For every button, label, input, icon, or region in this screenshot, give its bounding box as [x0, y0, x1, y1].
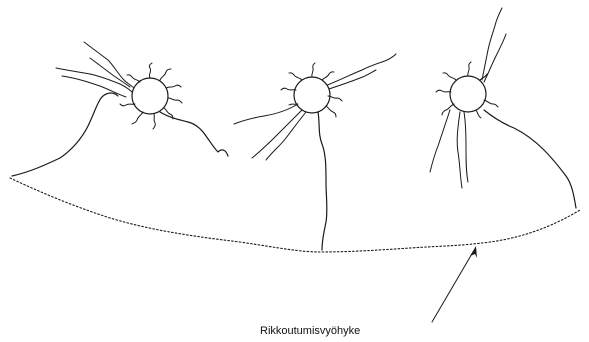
- whisker: [160, 69, 171, 80]
- whisker: [326, 106, 336, 117]
- crack-boundary-left: [12, 93, 118, 176]
- ray-right-2: [484, 34, 506, 82]
- whisker: [442, 104, 454, 115]
- ray-middle-3: [234, 104, 298, 124]
- whisker: [132, 112, 143, 124]
- crack-tail-left: [160, 112, 228, 156]
- ray-middle-1: [325, 54, 396, 86]
- particle-left: [132, 78, 168, 114]
- particle-right: [450, 76, 486, 112]
- whisker: [484, 100, 498, 107]
- ray-middle-2: [326, 70, 376, 90]
- fracture-zone-label: Rikkoutumisvyöhyke: [260, 325, 420, 338]
- particle-middle: [294, 77, 330, 113]
- whisker: [443, 73, 456, 80]
- ray-left-1: [84, 42, 134, 88]
- whisker: [468, 62, 471, 76]
- particle-group-left: [12, 42, 228, 176]
- ray-left-3: [62, 76, 126, 97]
- whisker: [322, 72, 334, 80]
- whisker: [476, 110, 481, 118]
- zone-pointer-arrow: [432, 246, 477, 322]
- arrow-shaft: [432, 252, 473, 322]
- whisker: [153, 114, 155, 129]
- whisker: [127, 75, 140, 82]
- whisker: [281, 88, 296, 90]
- crack-boundary-right: [484, 110, 576, 208]
- ray-middle-5: [266, 112, 306, 160]
- particle-group-middle: [234, 54, 396, 250]
- ray-right-4: [457, 112, 462, 188]
- whisker: [168, 98, 182, 103]
- whisker: [149, 63, 152, 78]
- whisker: [312, 63, 315, 77]
- fracture-zone-line: [10, 178, 580, 252]
- whisker: [166, 85, 181, 88]
- ray-right-3: [430, 110, 450, 172]
- whisker: [289, 73, 302, 80]
- crack-boundary-middle: [318, 112, 327, 250]
- ray-right-1: [482, 8, 502, 80]
- whisker: [120, 104, 135, 106]
- particle-group-right: [430, 8, 576, 208]
- whisker: [436, 90, 451, 92]
- ray-right-5: [464, 112, 468, 182]
